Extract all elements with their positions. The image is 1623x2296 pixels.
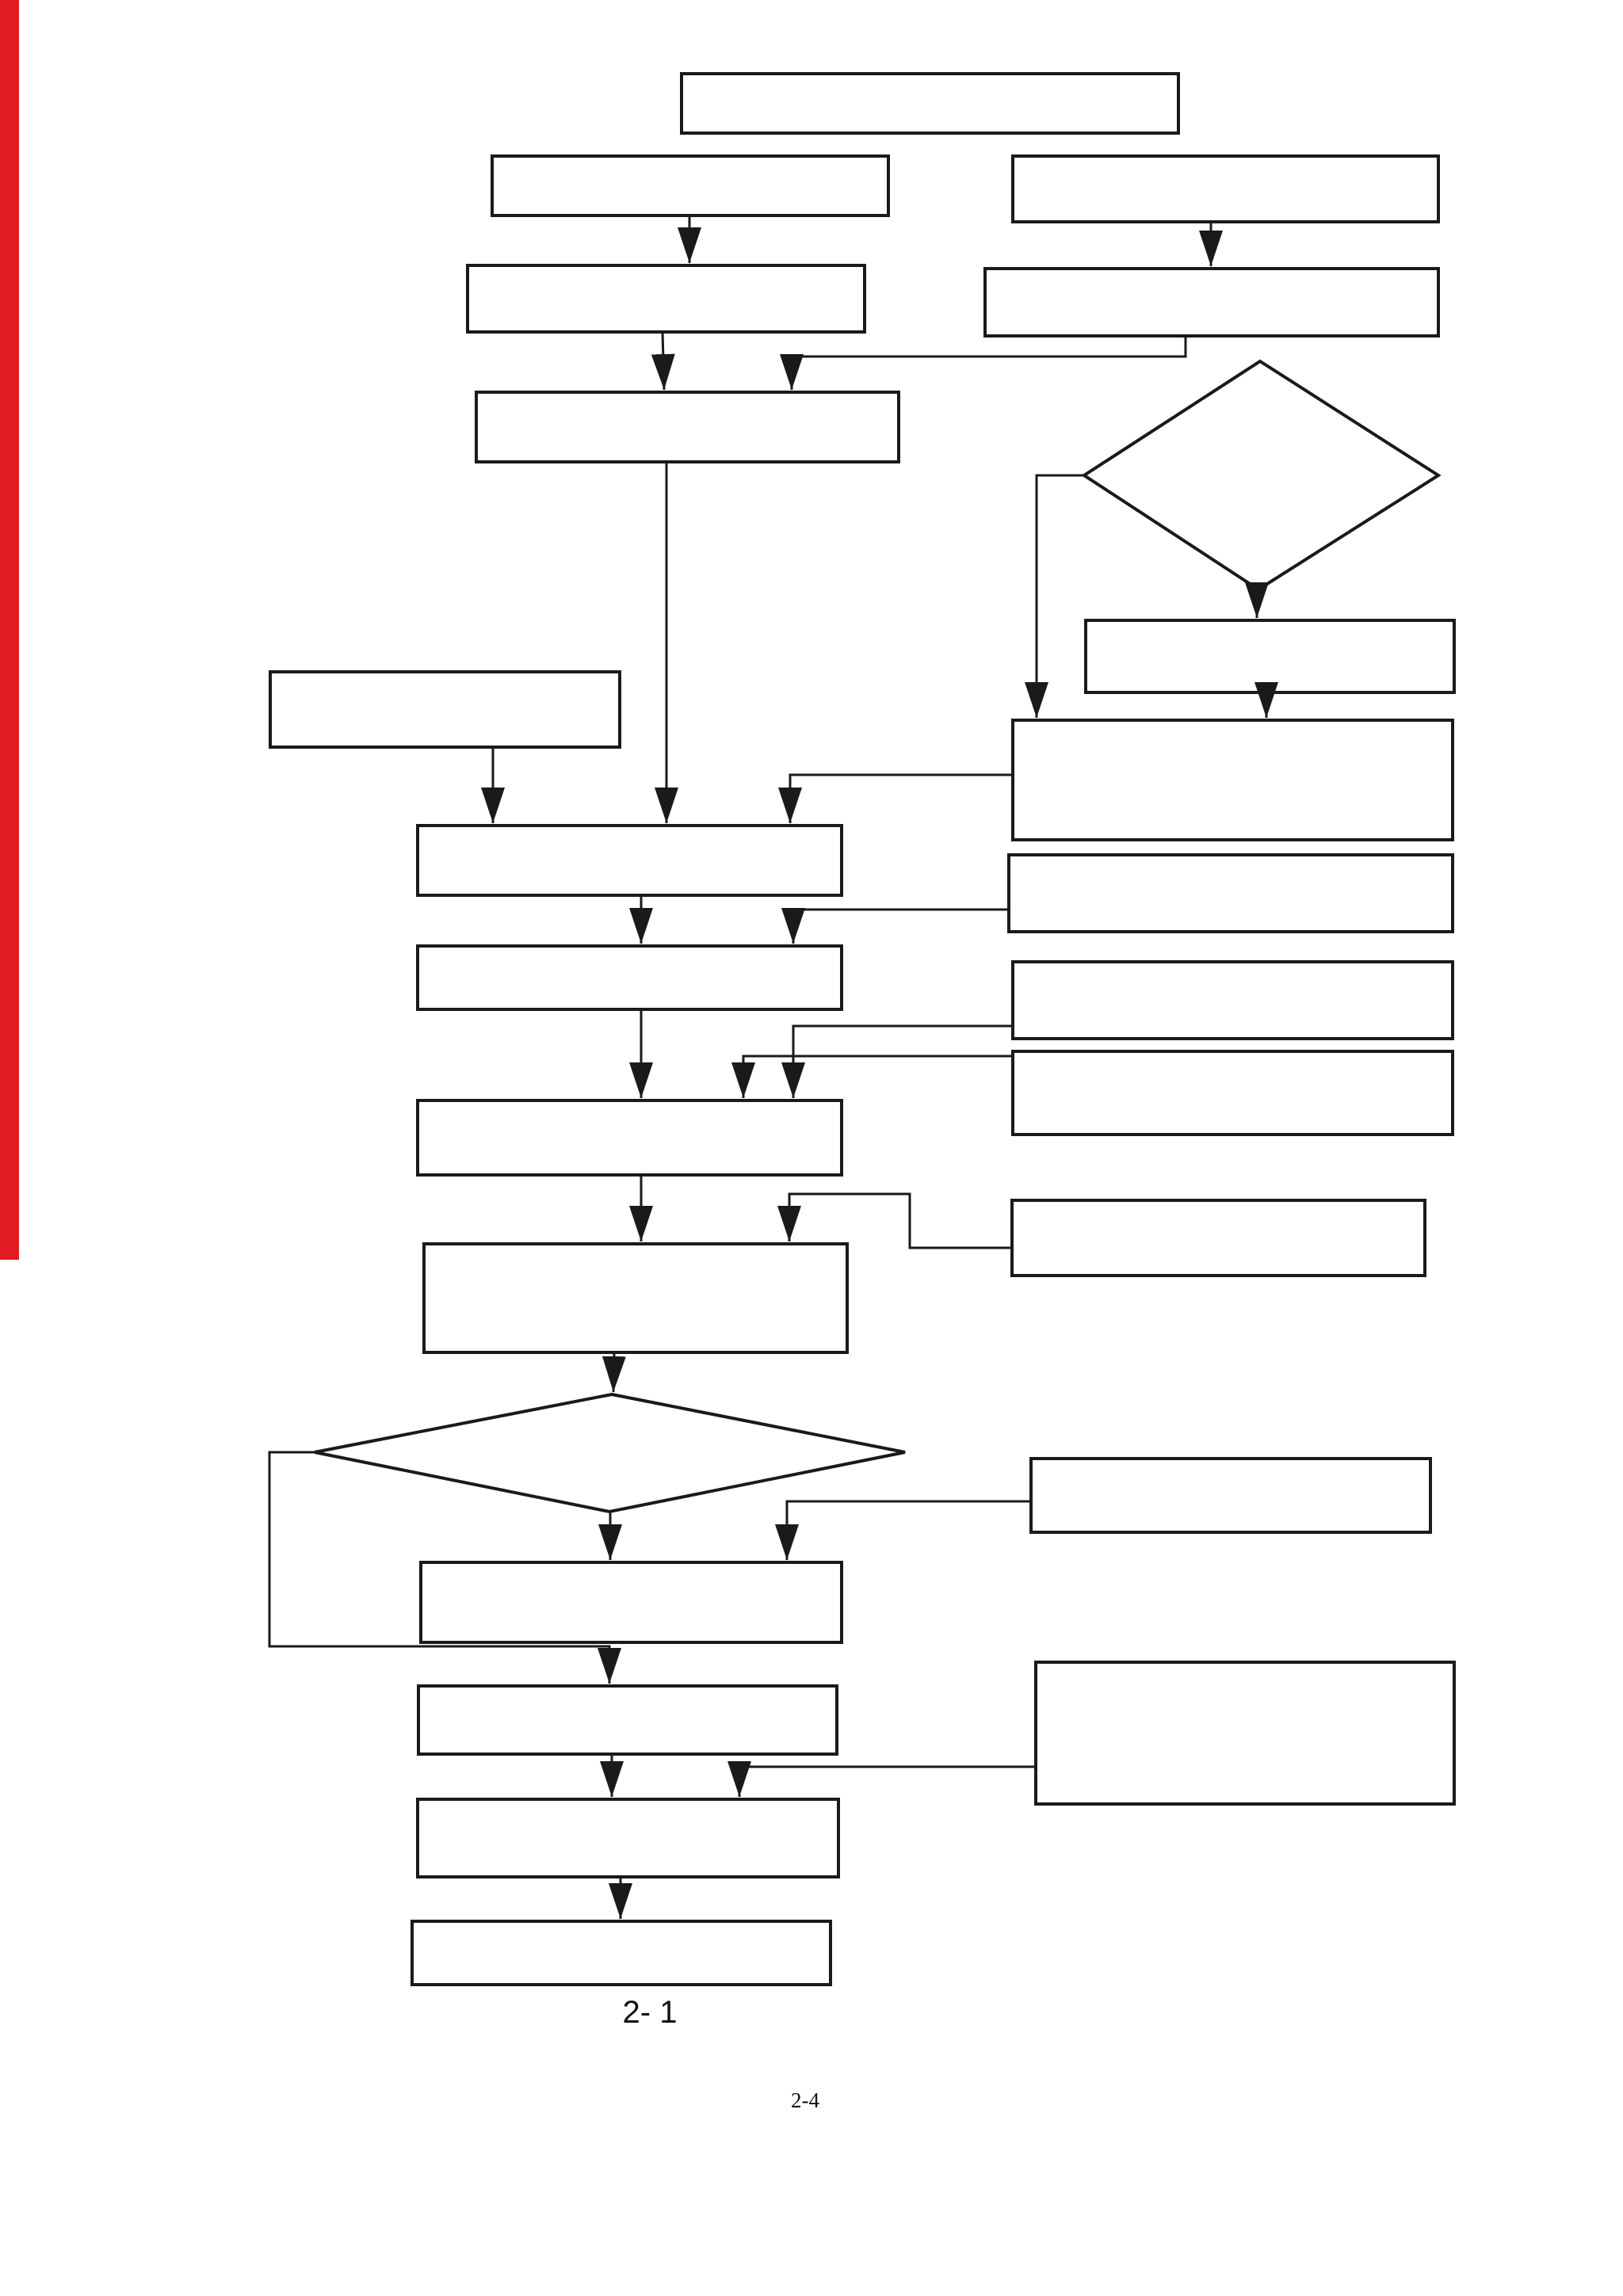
node-side-box-r3 <box>1007 853 1454 933</box>
connector-main4-decision2 <box>601 1352 626 1393</box>
connector-rb2-lb3 <box>780 336 1187 390</box>
node-main-box-7 <box>416 1798 840 1878</box>
node-title-box <box>680 72 1180 135</box>
node-side-box-r2-tall <box>1011 719 1454 841</box>
node-decision-2 <box>314 1392 906 1514</box>
connector-r6-main4 <box>777 1192 1012 1249</box>
node-main-box-6 <box>417 1684 838 1756</box>
node-side-box-r8 <box>1034 1661 1456 1806</box>
connector-decision1-tall <box>1025 474 1084 718</box>
node-decision-1 <box>1081 359 1442 592</box>
node-side-box-r6 <box>1010 1199 1426 1277</box>
connector-r4-main3 <box>781 1024 1013 1098</box>
node-main-box-4 <box>422 1242 849 1354</box>
node-left-branch-box-1 <box>491 154 890 217</box>
connector-r8-main7 <box>727 1761 1036 1797</box>
node-input-box-left <box>269 670 621 749</box>
node-left-branch-box-2 <box>466 264 866 334</box>
node-main-box-3 <box>416 1099 843 1177</box>
node-side-box-r7 <box>1029 1457 1432 1534</box>
node-main-box-5 <box>419 1561 843 1644</box>
figure-caption: 2- 1 <box>623 1995 678 2030</box>
connector-r7-main5 <box>775 1500 1031 1560</box>
connector-decision2-main6-loop <box>268 1451 621 1684</box>
connector-lb2-lb3 <box>651 331 675 391</box>
red-scan-edge-stripe <box>0 0 19 1260</box>
node-side-box-r1 <box>1084 619 1456 694</box>
node-main-box-2 <box>416 944 843 1011</box>
node-side-box-r5 <box>1011 1050 1454 1136</box>
node-main-box-8 <box>411 1920 832 1986</box>
node-left-branch-box-3 <box>475 391 900 463</box>
node-right-branch-box-2 <box>983 267 1440 338</box>
node-right-branch-box-1 <box>1011 154 1440 223</box>
node-side-box-r4 <box>1011 960 1454 1040</box>
connector-tall-main1 <box>778 773 1013 823</box>
connector-r3-main2 <box>781 908 1009 944</box>
node-main-box-1 <box>416 824 843 897</box>
connector-r5-main3 <box>731 1055 1013 1098</box>
page-number: 2-4 <box>791 2088 819 2112</box>
